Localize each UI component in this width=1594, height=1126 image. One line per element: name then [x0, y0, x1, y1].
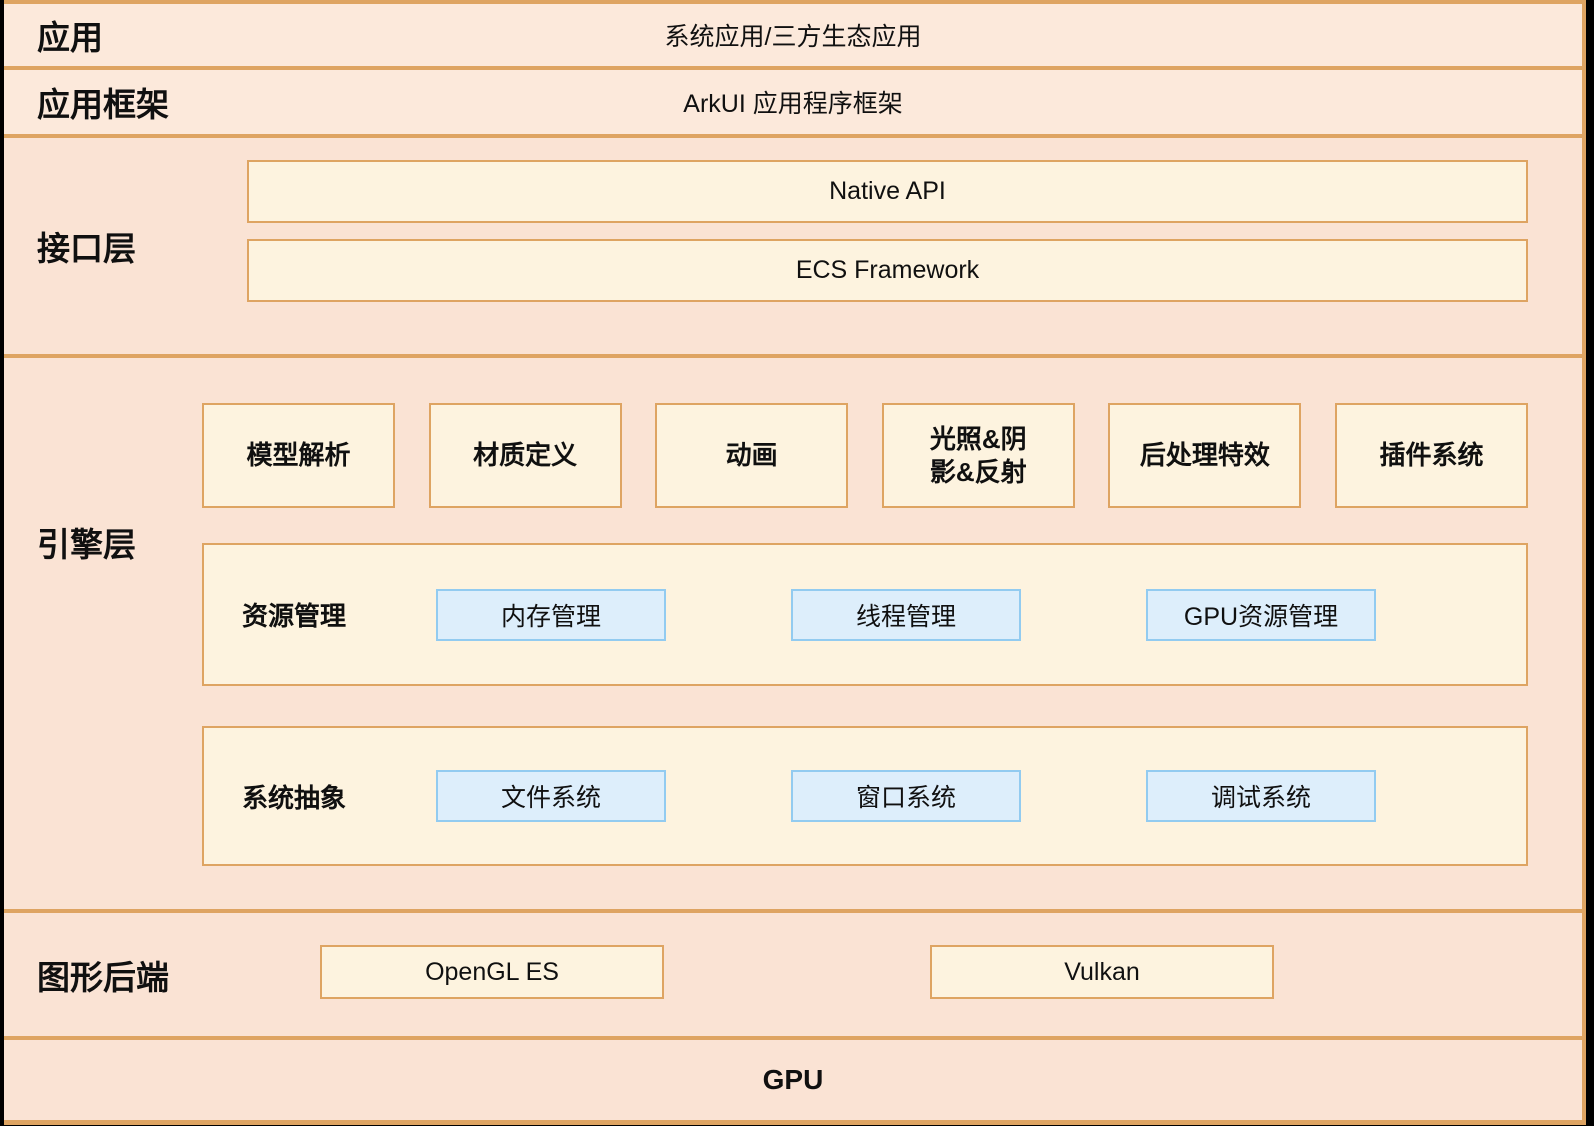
layer-interface-label: 接口层 [37, 230, 136, 267]
model-parsing-box: 模型解析 [202, 403, 395, 508]
native-api-box: Native API [247, 160, 1528, 223]
layer-app-framework-label: 应用框架 [37, 86, 169, 123]
post-processing-box: 后处理特效 [1108, 403, 1302, 508]
system-abstraction-group: 系统抽象 文件系统 窗口系统 调试系统 [202, 726, 1528, 866]
layer-app-framework: 应用框架 ArkUI 应用程序框架 [4, 70, 1582, 134]
system-abstraction-label: 系统抽象 [242, 782, 347, 813]
engine-content: 模型解析 材质定义 动画 光照&阴 影&反射 后处理特效 插件系统 资源管理 内… [202, 358, 1528, 866]
layer-interface: 接口层 Native API ECS Framework [4, 138, 1582, 354]
layer-graphics-backend: 图形后端 OpenGL ES Vulkan [4, 913, 1582, 1036]
layer-application-label: 应用 [37, 19, 103, 56]
resource-management-group: 资源管理 内存管理 线程管理 GPU资源管理 [202, 543, 1528, 686]
layer-application-content: 系统应用/三方生态应用 [664, 23, 922, 51]
window-system-box: 窗口系统 [791, 770, 1021, 822]
layer-app-framework-content: ArkUI 应用程序框架 [683, 90, 903, 118]
ecs-framework-box: ECS Framework [247, 239, 1528, 302]
interface-boxes: Native API ECS Framework [247, 138, 1528, 302]
engine-feature-row: 模型解析 材质定义 动画 光照&阴 影&反射 后处理特效 插件系统 [202, 403, 1528, 508]
memory-management-box: 内存管理 [436, 588, 666, 641]
divider [4, 134, 1582, 138]
gpu-resource-management-box: GPU资源管理 [1146, 588, 1376, 641]
layer-engine-label: 引擎层 [37, 526, 136, 563]
divider [4, 1036, 1582, 1040]
layer-engine: 引擎层 模型解析 材质定义 动画 光照&阴 影&反射 后处理特效 插件系统 资源… [4, 358, 1582, 909]
system-abstraction-items: 文件系统 窗口系统 调试系统 [436, 770, 1376, 822]
layer-application: 应用 系统应用/三方生态应用 [4, 4, 1582, 66]
debug-system-box: 调试系统 [1146, 770, 1376, 822]
resource-management-label: 资源管理 [242, 601, 347, 631]
architecture-diagram: 应用 系统应用/三方生态应用 应用框架 ArkUI 应用程序框架 接口层 Nat… [4, 0, 1586, 1125]
material-definition-box: 材质定义 [428, 403, 622, 508]
resource-management-items: 内存管理 线程管理 GPU资源管理 [436, 588, 1376, 641]
layer-gpu: GPU [4, 1040, 1582, 1120]
vulkan-box: Vulkan [930, 945, 1274, 999]
gpu-label: GPU [762, 1064, 824, 1095]
divider [4, 66, 1582, 70]
layer-graphics-backend-label: 图形后端 [37, 958, 169, 996]
thread-management-box: 线程管理 [791, 588, 1021, 641]
divider [4, 909, 1582, 913]
animation-box: 动画 [655, 403, 849, 508]
plugin-system-box: 插件系统 [1334, 403, 1528, 508]
opengl-es-box: OpenGL ES [320, 945, 664, 999]
lighting-shadow-reflection-box: 光照&阴 影&反射 [881, 403, 1075, 508]
file-system-box: 文件系统 [436, 770, 666, 822]
divider [4, 354, 1582, 358]
